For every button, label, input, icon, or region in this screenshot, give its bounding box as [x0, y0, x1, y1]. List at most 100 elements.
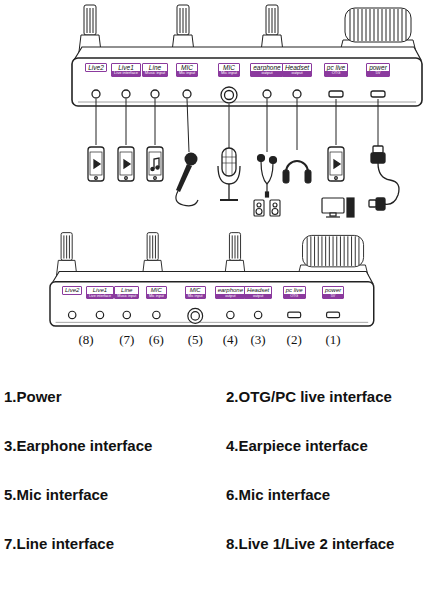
part-name: 6.Mic interface [226, 486, 330, 503]
phone-icon-part-part [328, 147, 344, 181]
port-sublabel: output [251, 71, 282, 76]
port-label-box: Live1Live interface [86, 286, 114, 299]
port-name: power [323, 287, 343, 294]
port-label-box: pc liveOTG [324, 63, 348, 77]
port-name: Line [115, 287, 138, 294]
port-sublabel: Music input [143, 71, 167, 76]
phone-icon-part [88, 147, 104, 181]
port-label-box: power5V [366, 63, 390, 77]
port-label-box: Headsetoutput [244, 286, 272, 299]
port-sublabel: output [245, 294, 271, 298]
headphone-icon-part [286, 161, 308, 172]
port-name: power [367, 64, 389, 71]
phone-icon-part [118, 147, 134, 181]
phone-icon-part-part [94, 160, 100, 168]
earphone-icon [258, 155, 277, 198]
port-sublabel: OTG [325, 71, 347, 76]
studio-mic-part [220, 199, 238, 201]
part-name: 8.Live 1/Live 2 interface [226, 535, 394, 552]
port-name: earphone [251, 64, 282, 71]
port-label-box: Live2 [62, 286, 82, 295]
wire-part [126, 99, 127, 145]
port-name: Line [143, 64, 167, 71]
computer-icon [322, 198, 354, 217]
phone-icon-part-part [330, 152, 342, 175]
usb-cable [369, 146, 399, 210]
callout-number: (3) [251, 332, 266, 348]
phone-icon-part-part [147, 147, 163, 181]
port-name: Headset [283, 64, 311, 71]
sound-card-bottom [50, 233, 374, 326]
speaker-icon-part [270, 200, 280, 216]
part-name: 5.Mic interface [4, 486, 108, 503]
callout-number: (2) [287, 332, 302, 348]
phone-icon-part [328, 147, 344, 181]
sound-card-top [72, 5, 422, 106]
port-label-box: Live2 [85, 63, 107, 72]
callout-number: (4) [223, 332, 238, 348]
phone-icon-part-part [151, 167, 154, 170]
computer-icon-part [330, 213, 336, 216]
computer-icon-part [322, 198, 344, 213]
port-name: Live1 [87, 287, 113, 294]
phone-icon-part-part [125, 177, 128, 180]
part-name: 7.Line interface [4, 535, 114, 552]
port-label-box: LineMusic input [142, 63, 168, 77]
port-sublabel: Music input [115, 294, 138, 298]
port-name: Live1 [112, 64, 140, 71]
wire [96, 99, 378, 152]
handheld-mic-part [176, 191, 198, 206]
port-name: MIC [177, 64, 197, 71]
port-sublabel: Live interface [87, 294, 113, 298]
port-label-box: MICMic input [146, 286, 167, 299]
earphone-icon-part [270, 157, 277, 164]
port-label-box: earphoneoutput [215, 286, 246, 299]
phone-icon-part-part [124, 160, 130, 168]
port-sublabel: Live interface [112, 71, 140, 76]
headphone-icon-part [305, 170, 311, 183]
phone-icon-part [147, 147, 163, 181]
handheld-mic [176, 153, 198, 206]
callout-number: (1) [325, 332, 340, 348]
studio-mic [218, 148, 240, 200]
earphone-icon-part [266, 192, 269, 197]
usb-cable-part [371, 153, 385, 163]
phone-icon-part-part [154, 158, 159, 169]
studio-mic-part [218, 166, 240, 184]
port-sublabel: output [283, 71, 311, 76]
part-name: 4.Earpiece interface [226, 437, 368, 454]
port-sublabel: OTG [284, 294, 305, 298]
port-sublabel: 5V [323, 294, 343, 298]
speaker-icon-part [272, 209, 278, 215]
wire-part [229, 104, 230, 148]
port-name: pc live [325, 64, 347, 71]
wire-part [187, 99, 189, 152]
phone-icon-part-part [156, 166, 159, 169]
speaker-icon-part [257, 203, 261, 207]
port-name: pc live [284, 287, 305, 294]
speaker-icon-part [273, 203, 277, 207]
phone-icon-part-part [120, 152, 132, 175]
port-sublabel: Mic input [186, 294, 205, 298]
usb-cable-part [376, 198, 385, 210]
port-label-box: power5V [322, 286, 344, 299]
phone-icon-part-part [334, 160, 340, 168]
port-name: Headset [245, 287, 271, 294]
studio-mic-part [222, 148, 236, 176]
speaker-icon [254, 200, 280, 216]
usb-cable-part [373, 146, 383, 153]
phone-icon-part-part [118, 147, 134, 181]
wire-part [96, 99, 97, 145]
usb-cable-part [369, 200, 376, 207]
studio-mic-part [222, 149, 236, 175]
port-label-box: MICMic input [185, 286, 206, 299]
callout-number: (8) [78, 332, 93, 348]
handheld-mic-part [176, 164, 192, 192]
headphone-icon [283, 161, 311, 183]
part-name: 2.OTG/PC live interface [226, 388, 392, 405]
port-name: earphone [216, 287, 245, 294]
part-name: 3.Earphone interface [4, 437, 152, 454]
port-name: Live2 [86, 64, 106, 71]
